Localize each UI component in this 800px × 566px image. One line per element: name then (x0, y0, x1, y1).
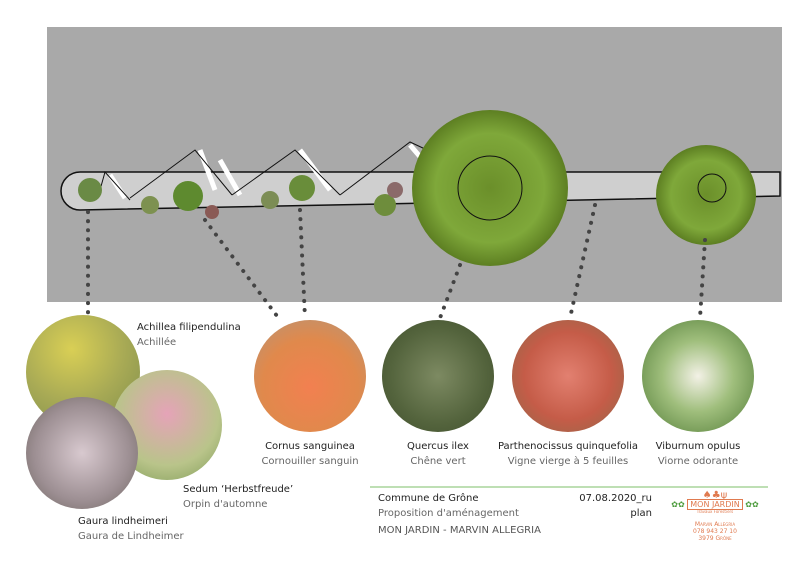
scientific-name: Gaura lindheimeri (78, 516, 168, 527)
author: MON JARDIN - MARVIN ALLEGRIA (378, 525, 541, 536)
scientific-name: Viburnum opulus (655, 441, 741, 452)
commune-name: Commune de Grône (378, 493, 479, 504)
common-name: Gaura de Lindheimer (78, 531, 184, 542)
tools-icon: ♠♣ψ (702, 490, 728, 501)
photo-quercus (382, 320, 494, 432)
pavement-background (47, 27, 782, 302)
logo-phone: 078 943 27 10 (693, 528, 737, 535)
scientific-name: Achillea filipendulina (137, 322, 241, 333)
logo-tagline: Travaux Forestiers (696, 509, 734, 514)
leaves-icon: ✿✿ MON JARDIN ✿✿ (671, 499, 759, 510)
bed-triangles-outline (99, 141, 471, 201)
scientific-name: Sedum ‘Herbstfreude’ (183, 484, 294, 495)
photo-viburnum (642, 320, 754, 432)
scientific-name: Cornus sanguinea (265, 441, 355, 452)
logo: ♠♣ψ ✿✿ MON JARDIN ✿✿ Travaux Forestiers … (660, 490, 770, 542)
scientific-name: Parthenocissus quinquefolia (497, 441, 639, 452)
logo-name: MON JARDIN (687, 499, 743, 510)
photo-gaura (26, 397, 138, 509)
subtitle: Proposition d'aménagement (378, 508, 519, 519)
common-name: Chêne vert (410, 456, 466, 467)
logo-town: 3979 Grône (698, 535, 732, 542)
tree-quercus-ilex (412, 110, 568, 266)
common-name: Achillée (137, 337, 177, 348)
date: 07.08.2020_ru (579, 493, 652, 504)
label-sedum: Sedum ‘Herbstfreude’ Orpin d'automne (183, 482, 293, 512)
scientific-name: Quercus ilex (407, 441, 469, 452)
logo-owner: Marvin Allegria (694, 521, 736, 528)
perennials (78, 175, 403, 219)
common-name: Cornouiller sanguin (261, 456, 359, 467)
photo-cornus (254, 320, 366, 432)
common-name: Orpin d'automne (183, 499, 268, 510)
leader-lines (86, 203, 707, 322)
doc-type: plan (630, 508, 652, 519)
photo-parthenocissus (512, 320, 624, 432)
common-name: Vigne vierge à 5 feuilles (507, 456, 629, 467)
common-name: Viorne odorante (657, 456, 739, 467)
tree-viburnum-opulus (656, 145, 756, 245)
